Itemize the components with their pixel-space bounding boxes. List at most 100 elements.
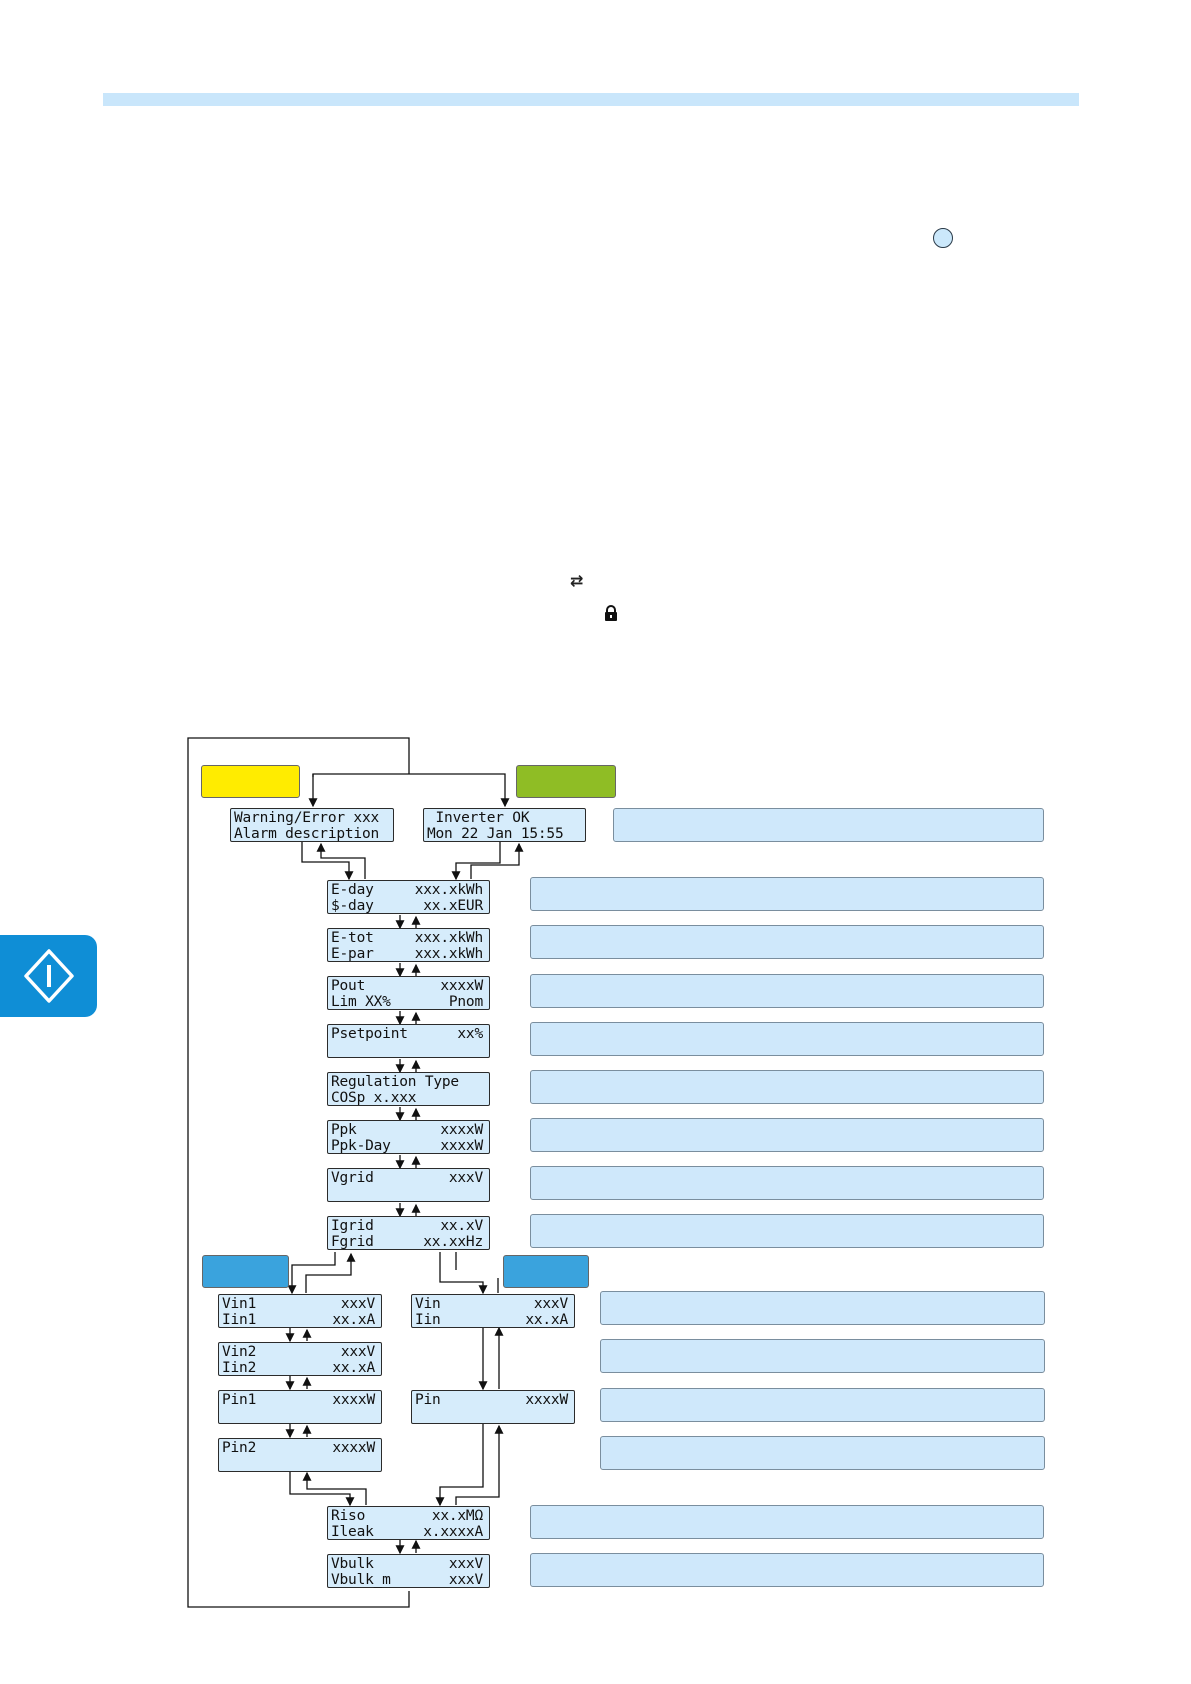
screen-power-input-parallel: Pin xxxxW bbox=[411, 1390, 575, 1424]
description-box bbox=[530, 1166, 1044, 1200]
screen-power-out: Pout xxxxW Lim XX% Pnom bbox=[327, 976, 490, 1010]
description-box bbox=[530, 877, 1044, 911]
screen-line1-left: Pout bbox=[331, 978, 366, 994]
screen-line2-left: Iin1 bbox=[222, 1312, 257, 1328]
screen-line1-left: E-tot bbox=[331, 930, 374, 946]
screen-line2-right: xxxV bbox=[448, 1572, 483, 1588]
screen-line1-left: Vin1 bbox=[222, 1296, 257, 1312]
screen-line1-left: Pin bbox=[415, 1392, 441, 1408]
screen-line1-right: xx.xV bbox=[440, 1218, 483, 1234]
screen-line2-left: Ileak bbox=[331, 1524, 374, 1540]
screen-line1-left: Vin2 bbox=[222, 1344, 257, 1360]
screen-line1-right: xxx.xkWh bbox=[414, 930, 483, 946]
description-box bbox=[600, 1291, 1045, 1325]
screen-line1-right: xxxxW bbox=[440, 1122, 483, 1138]
description-box bbox=[600, 1388, 1045, 1422]
screen-line1-right: xxxxW bbox=[440, 978, 483, 994]
screen-line2-left: Vbulk_m bbox=[331, 1572, 391, 1588]
screen-grid-voltage: Vgrid xxxV bbox=[327, 1168, 490, 1202]
screen-warning-error: Warning/Error xxx Alarm description bbox=[230, 808, 394, 842]
screen-line2-right: xx.xxHz bbox=[423, 1234, 483, 1250]
screen-power-setpoint: Psetpoint xx% bbox=[327, 1024, 490, 1058]
description-box bbox=[600, 1339, 1045, 1373]
screen-line1-left: Psetpoint bbox=[331, 1026, 408, 1042]
screen-line2-left: Mon 22 Jan 15:55 bbox=[427, 826, 564, 842]
screen-line1-right: xxxV bbox=[340, 1296, 375, 1312]
screen-line2-left: Alarm description bbox=[234, 826, 380, 842]
cycle-arrows-icon: ⇄ bbox=[570, 571, 584, 590]
screen-line1-left: Igrid bbox=[331, 1218, 374, 1234]
screen-line1-right: xxxV bbox=[340, 1344, 375, 1360]
screen-bulk-voltage: Vbulk xxxV Vbulk_m xxxV bbox=[327, 1554, 490, 1588]
screen-input1: Vin1 xxxV Iin1 xx.xA bbox=[218, 1294, 382, 1328]
screen-line1-right: xxxV bbox=[533, 1296, 568, 1312]
screen-line2-right: xx.xA bbox=[332, 1360, 375, 1376]
screen-line2-left: COSp x.xxx bbox=[331, 1090, 417, 1106]
screen-line1-left: Inverter OK bbox=[427, 810, 530, 826]
lock-icon bbox=[605, 605, 617, 621]
screen-line1-left: Ppk bbox=[331, 1122, 357, 1138]
screen-power-input2: Pin2 xxxxW bbox=[218, 1438, 382, 1472]
screen-line1-right: xxxxW bbox=[525, 1392, 568, 1408]
screen-line2-left: E-par bbox=[331, 946, 374, 962]
dual-input-state-box bbox=[202, 1255, 289, 1288]
description-box bbox=[530, 1118, 1044, 1152]
screen-line2-right: x.xxxxA bbox=[423, 1524, 483, 1540]
screen-line2-right: xx.xEUR bbox=[423, 898, 483, 914]
screen-line1-left: Warning/Error xxx bbox=[234, 810, 380, 826]
single-input-state-box bbox=[503, 1255, 589, 1288]
screen-line1-right: xxxxW bbox=[332, 1392, 375, 1408]
screen-line2-left: Ppk-Day bbox=[331, 1138, 391, 1154]
warning-state-box bbox=[201, 765, 300, 798]
screen-line1-right: xxxxW bbox=[332, 1440, 375, 1456]
screen-input-parallel: Vin xxxV Iin xx.xA bbox=[411, 1294, 575, 1328]
screen-input2: Vin2 xxxV Iin2 xx.xA bbox=[218, 1342, 382, 1376]
screen-energy-day: E-day xxx.xkWh $-day xx.xEUR bbox=[327, 880, 490, 914]
screen-line1-left: Pin1 bbox=[222, 1392, 257, 1408]
screen-line1-left: Pin2 bbox=[222, 1440, 257, 1456]
screen-regulation-type: Regulation Type COSp x.xxx bbox=[327, 1072, 490, 1106]
screen-line2-right: xx.xA bbox=[525, 1312, 568, 1328]
screen-line2-left: $-day bbox=[331, 898, 374, 914]
screen-line2-left: Iin2 bbox=[222, 1360, 257, 1376]
description-box bbox=[530, 1022, 1044, 1056]
screen-line2-left: Iin bbox=[415, 1312, 441, 1328]
screen-line2-left: Fgrid bbox=[331, 1234, 374, 1250]
description-box bbox=[530, 1214, 1044, 1248]
screen-line2-left: Lim XX% bbox=[331, 994, 391, 1010]
ok-state-box bbox=[516, 765, 616, 798]
screen-peak-power: Ppk xxxxW Ppk-Day xxxxW bbox=[327, 1120, 490, 1154]
screen-line1-left: Riso bbox=[331, 1508, 366, 1524]
screen-line2-right: xxx.xkWh bbox=[414, 946, 483, 962]
screen-line1-right: xx% bbox=[457, 1026, 483, 1042]
screen-power-input1: Pin1 xxxxW bbox=[218, 1390, 382, 1424]
description-box bbox=[530, 974, 1044, 1008]
description-box bbox=[530, 925, 1044, 959]
screen-energy-total: E-tot xxx.xkWh E-par xxx.xkWh bbox=[327, 928, 490, 962]
screen-line1-left: Regulation Type bbox=[331, 1074, 459, 1090]
info-circle-icon bbox=[933, 228, 953, 248]
screen-grid-current-frequency: Igrid xx.xV Fgrid xx.xxHz bbox=[327, 1216, 490, 1250]
screen-line2-right: xxxxW bbox=[440, 1138, 483, 1154]
screen-line1-left: E-day bbox=[331, 882, 374, 898]
screen-line1-left: Vgrid bbox=[331, 1170, 374, 1186]
description-box bbox=[613, 808, 1044, 842]
screen-line1-right: xxxV bbox=[448, 1170, 483, 1186]
screen-line2-right: xx.xA bbox=[332, 1312, 375, 1328]
description-box bbox=[600, 1436, 1045, 1470]
screen-line1-right: xx.xMΩ bbox=[431, 1508, 483, 1524]
header-accent-bar bbox=[103, 93, 1079, 106]
description-box bbox=[530, 1553, 1044, 1587]
information-diamond-icon bbox=[24, 949, 74, 1003]
screen-line1-right: xxx.xkWh bbox=[414, 882, 483, 898]
screen-insulation-leakage: Riso xx.xMΩ Ileak x.xxxxA bbox=[327, 1506, 490, 1540]
description-box bbox=[530, 1070, 1044, 1104]
screen-line1-left: Vin bbox=[415, 1296, 441, 1312]
information-side-tab bbox=[0, 935, 97, 1017]
description-box bbox=[530, 1505, 1044, 1539]
screen-line1-left: Vbulk bbox=[331, 1556, 374, 1572]
screen-line1-right: xxxV bbox=[448, 1556, 483, 1572]
screen-inverter-ok: Inverter OK Mon 22 Jan 15:55 bbox=[423, 808, 586, 842]
screen-line2-right: Pnom bbox=[448, 994, 483, 1010]
